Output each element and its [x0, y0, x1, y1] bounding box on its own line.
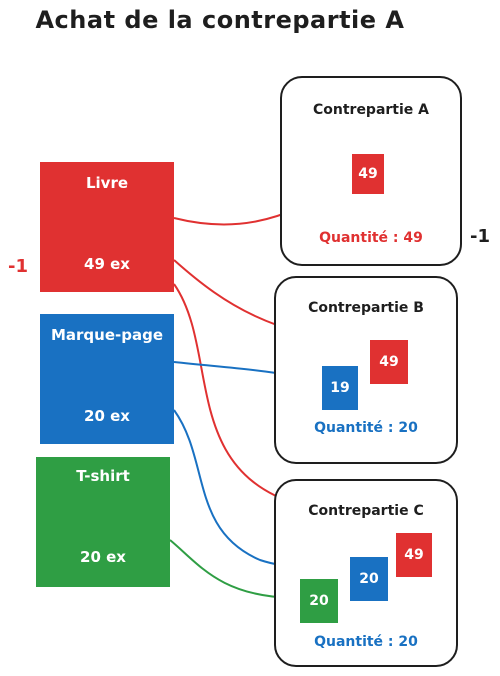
source-name: Marque-page	[50, 326, 164, 344]
counterpart-title: Contrepartie A	[312, 102, 430, 118]
arrow-tshirt-to-c	[169, 539, 293, 598]
token-blue: 20	[350, 557, 388, 601]
token-red: 49	[352, 154, 384, 194]
source-livre: Livre 49 ex	[40, 162, 174, 292]
token-red: 49	[396, 533, 432, 577]
counterpart-c: Contrepartie C 49 20 20 Quantité : 20	[274, 479, 458, 667]
token-blue: 19	[322, 366, 358, 410]
token-green: 20	[300, 579, 338, 623]
source-qty: 20 ex	[84, 407, 130, 425]
source-qty: 49 ex	[84, 255, 130, 273]
counterpart-b: Contrepartie B 19 49 Quantité : 20	[274, 276, 458, 464]
left-mark: -1	[8, 256, 28, 277]
token-red: 49	[370, 340, 408, 384]
right-mark: -1	[470, 226, 490, 247]
counterpart-title: Contrepartie C	[308, 503, 424, 519]
counterpart-title: Contrepartie B	[308, 300, 424, 316]
counterpart-qty: Quantité : 20	[314, 420, 418, 436]
counterpart-qty: Quantité : 20	[314, 634, 418, 650]
diagram-title: Achat de la contrepartie A	[35, 6, 405, 34]
source-t-shirt: T-shirt 20 ex	[36, 457, 170, 587]
source-name: T-shirt	[76, 467, 130, 485]
counterpart-qty: Quantité : 49	[319, 230, 423, 246]
source-qty: 20 ex	[80, 548, 126, 566]
source-name: Livre	[85, 174, 129, 192]
source-marque-page: Marque-page 20 ex	[40, 314, 174, 444]
counterpart-a: Contrepartie A 49 Quantité : 49	[280, 76, 462, 266]
